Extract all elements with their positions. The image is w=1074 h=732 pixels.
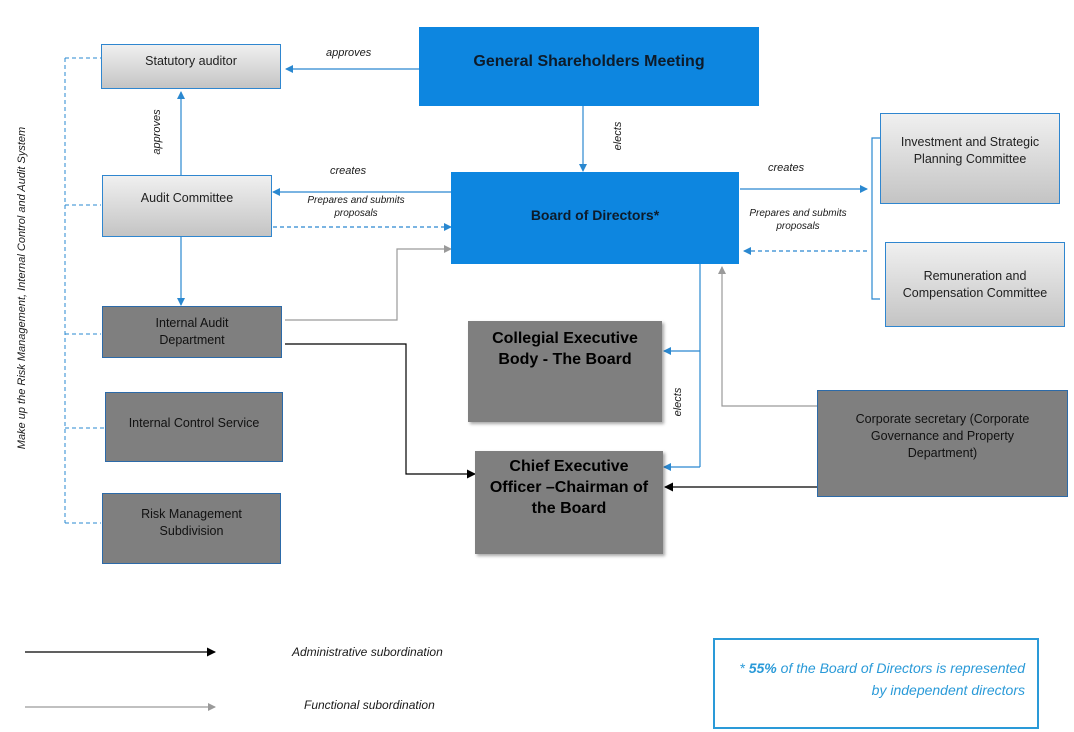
risk-management-label: Risk Management Subdivision xyxy=(141,507,242,538)
corporate-secretary-label: Corporate secretary (Corporate Governanc… xyxy=(855,412,1030,460)
label-prepares-right: Prepares and submits proposals xyxy=(749,208,847,232)
remuneration-committee-label: Remuneration and Compensation Committee xyxy=(902,268,1048,300)
legend-administrative-text: Administrative subordination xyxy=(292,645,443,659)
statutory-auditor-label: Statutory auditor xyxy=(145,54,237,68)
label-elects-lower: elects xyxy=(672,387,684,417)
collegial-executive-body: Collegial Executive Body - The Board xyxy=(468,321,662,422)
investment-strategic-planning-committee: Investment and Strategic Planning Commit… xyxy=(880,113,1060,204)
risk-system-bracket xyxy=(64,57,104,524)
note-line-1: * 55% of the Board of Directors is repre… xyxy=(725,658,1025,680)
board-of-directors-label: Board of Directors* xyxy=(530,207,660,223)
label-approves-vertical: approves xyxy=(151,109,163,155)
internal-audit-label: Internal Audit Department xyxy=(155,316,229,347)
label-approves-top: approves xyxy=(326,47,372,59)
independent-directors-note: * 55% of the Board of Directors is repre… xyxy=(713,638,1039,729)
internal-audit-department: Internal Audit Department xyxy=(102,306,282,358)
statutory-auditor: Statutory auditor xyxy=(101,44,281,89)
audit-committee: Audit Committee xyxy=(102,175,272,237)
chief-executive-officer: Chief Executive Officer –Chairman of the… xyxy=(475,451,663,554)
edge-internal-audit-ceo-admin xyxy=(285,343,476,479)
note-line-2: by independent directors xyxy=(871,681,1025,698)
note-line1-text: of the Board of Directors is represented xyxy=(780,660,1025,676)
edge-internal-audit-board-functional xyxy=(285,245,452,321)
corporate-secretary: Corporate secretary (Corporate Governanc… xyxy=(817,390,1068,497)
general-shareholders-meeting: General Shareholders Meeting xyxy=(419,27,759,106)
gsm-label: General Shareholders Meeting xyxy=(473,53,705,70)
collegial-body-label: Collegial Executive Body - The Board xyxy=(492,330,638,368)
label-creates-left: creates xyxy=(330,165,367,177)
edge-secretary-board-functional xyxy=(718,266,817,407)
legend-functional-text: Functional subordination xyxy=(304,698,435,712)
board-of-directors: Board of Directors* xyxy=(451,172,739,264)
note-percent: 55% xyxy=(748,660,777,676)
risk-system-side-label: Make up the Risk Management, Internal Co… xyxy=(16,126,28,450)
remuneration-compensation-committee: Remuneration and Compensation Committee xyxy=(885,242,1065,327)
audit-committee-label: Audit Committee xyxy=(140,191,234,205)
ceo-label: Chief Executive Officer –Chairman of the… xyxy=(489,458,649,517)
committees-bracket xyxy=(871,137,880,300)
internal-control-service: Internal Control Service xyxy=(105,392,283,462)
investment-committee-label: Investment and Strategic Planning Commit… xyxy=(900,135,1040,166)
label-elects-top: elects xyxy=(612,121,624,151)
risk-management-subdivision: Risk Management Subdivision xyxy=(102,493,281,564)
label-creates-right: creates xyxy=(768,162,805,174)
note-star: * xyxy=(739,660,745,676)
label-prepares-left: Prepares and submits proposals xyxy=(307,195,405,219)
internal-control-label: Internal Control Service xyxy=(128,416,260,430)
